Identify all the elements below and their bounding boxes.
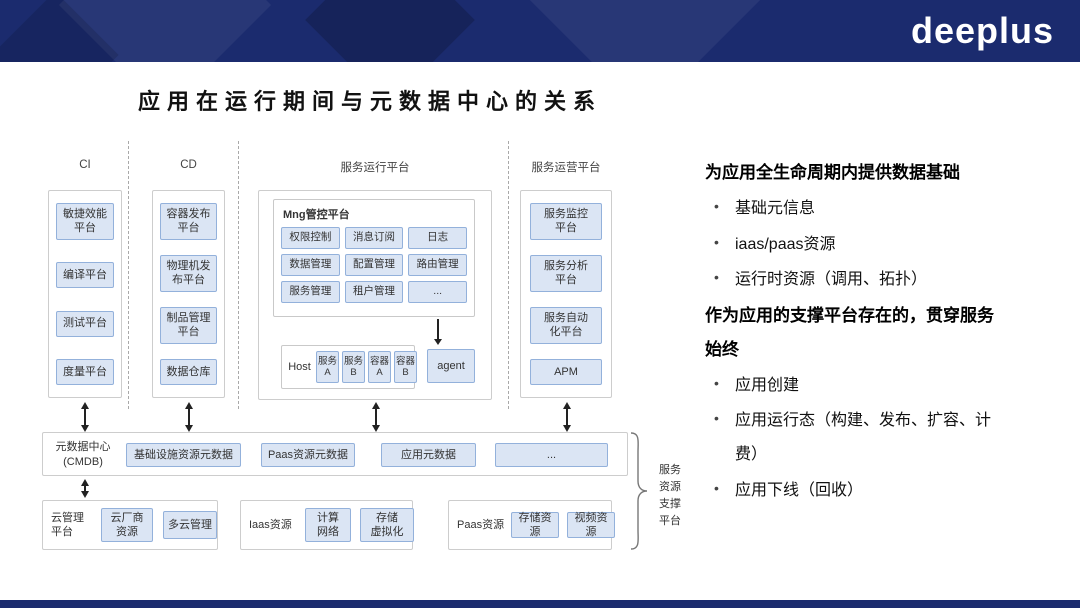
- brand-logo: deeplus: [910, 10, 1054, 51]
- updown-arrow-icon: [80, 479, 89, 498]
- ops-panel: 服务监控 平台 服务分析 平台 服务自动 化平台 APM: [520, 190, 612, 398]
- group-label: Paas资源: [457, 518, 505, 531]
- bullet-icon: •: [714, 198, 719, 214]
- brace-icon: [630, 432, 648, 550]
- mng-cell: 配置管理: [344, 254, 404, 276]
- note-bullet-item: • 基础元信息: [705, 192, 1061, 226]
- iaas-group: Iaas资源 计算 网络 存储 虚拟化: [240, 500, 414, 550]
- metadata-box: 基础设施资源元数据: [126, 443, 241, 467]
- bottom-accent-bar: [0, 600, 1080, 608]
- column-label-ci: CI: [79, 159, 91, 171]
- run-platform-panel: Mng管控平台 权限控制 消息订阅 日志 数据管理 配置管理 路由管理 服务管理…: [258, 190, 492, 400]
- dashed-separator: [128, 141, 129, 409]
- slide-title: 应用在运行期间与元数据中心的关系: [137, 89, 602, 114]
- bullet-icon: •: [714, 269, 719, 286]
- platform-box: 容器发布 平台: [160, 203, 217, 240]
- note-text: 应用创建: [735, 376, 800, 394]
- metadata-box: ...: [495, 443, 608, 467]
- mng-grid: 权限控制 消息订阅 日志 数据管理 配置管理 路由管理 服务管理 租户管理 ..…: [274, 226, 474, 310]
- cloud-mgmt-group: 云管理 平台 云厂商 资源 多云管理: [42, 500, 218, 550]
- host-cell: 服务 B: [342, 351, 365, 383]
- platform-box: 度量平台: [56, 359, 114, 385]
- architecture-diagram: CI CD 服务运行平台 服务运营平台 敏捷效能 平台 编译平台 测试平台 度量…: [35, 135, 700, 570]
- notes-heading-2: 作为应用的支撑平台存在的，贯穿服务 始终: [705, 305, 994, 359]
- ci-panel: 敏捷效能 平台 编译平台 测试平台 度量平台: [48, 190, 122, 398]
- bullet-icon: •: [714, 233, 719, 250]
- mng-cell: 权限控制: [281, 227, 340, 249]
- dashed-separator: [508, 141, 509, 409]
- cmdb-band: 元数据中心 (CMDB) 基础设施资源元数据 Paas资源元数据 应用元数据 .…: [42, 432, 628, 476]
- bullet-icon: •: [714, 374, 719, 391]
- platform-box: APM: [530, 359, 602, 385]
- column-label-cd: CD: [180, 159, 197, 171]
- resource-box: 视频资源: [567, 512, 615, 538]
- resource-box: 多云管理: [163, 511, 217, 539]
- platform-box: 服务自动 化平台: [530, 307, 602, 344]
- column-label-ops: 服务运营平台: [531, 162, 601, 174]
- notes-panel: 为应用全生命周期内提供数据基础 • 基础元信息 • iaas/paas资源 • …: [705, 156, 1061, 509]
- updown-arrow-icon: [80, 402, 89, 432]
- note-text: iaas/paas资源: [735, 235, 836, 253]
- note-text: 基础元信息: [735, 200, 816, 217]
- notes-heading-1: 为应用全生命周期内提供数据基础: [705, 163, 960, 182]
- note-bullet-item: • 应用下线（回收）: [705, 474, 1061, 508]
- note-text: 运行时资源（调用、拓扑）: [735, 271, 928, 289]
- mng-cell: 路由管理: [408, 254, 467, 276]
- platform-box: 测试平台: [56, 310, 114, 337]
- updown-arrow-icon: [371, 402, 380, 432]
- agent-box: agent: [427, 349, 475, 383]
- platform-box: 编译平台: [56, 262, 114, 289]
- host-cell: 容器 B: [394, 351, 417, 383]
- host-panel: Host 服务 A 服务 B 容器 A 容器 B: [281, 345, 417, 389]
- mng-cell: ...: [408, 281, 467, 303]
- host-cell: 容器 A: [368, 351, 391, 383]
- note-text: 应用运行态（构建、发布、扩容、计 费）: [735, 412, 992, 463]
- bullet-icon: •: [714, 479, 719, 496]
- header-banner: deeplus: [0, 0, 1080, 62]
- note-bullet-item: • iaas/paas资源: [705, 228, 1061, 262]
- mng-console-title: Mng管控平台: [283, 209, 350, 221]
- mng-cell: 数据管理: [281, 254, 340, 276]
- banner-decoration: [305, 0, 475, 62]
- metadata-box: Paas资源元数据: [261, 443, 355, 467]
- platform-box: 服务分析 平台: [530, 255, 602, 292]
- updown-arrow-icon: [184, 402, 193, 432]
- cmdb-label: 元数据中心 (CMDB): [55, 441, 111, 468]
- bullet-icon: •: [714, 410, 719, 427]
- banner-decoration: [524, 0, 766, 62]
- column-label-run: 服务运行平台: [340, 162, 410, 174]
- resource-box: 云厂商 资源: [101, 508, 153, 542]
- brace-label: 服务 资源 支撑 平台: [659, 464, 681, 528]
- host-cell: 服务 A: [316, 351, 339, 383]
- updown-arrow-icon: [562, 402, 571, 432]
- group-label: Iaas资源: [249, 518, 292, 531]
- note-text: 应用下线（回收）: [735, 481, 864, 499]
- resource-box: 存储资源: [511, 512, 559, 538]
- resource-box: 存储 虚拟化: [360, 508, 414, 542]
- note-bullet-item: • 运行时资源（调用、拓扑）: [705, 263, 1061, 297]
- platform-box: 数据仓库: [160, 359, 217, 385]
- host-label: Host: [288, 361, 311, 373]
- mng-cell: 服务管理: [281, 281, 340, 303]
- platform-box: 制品管理 平台: [160, 307, 217, 344]
- mng-cell: 租户管理: [344, 281, 404, 303]
- mng-cell: 消息订阅: [344, 227, 404, 249]
- resource-box: 计算 网络: [305, 508, 351, 542]
- dashed-separator: [238, 141, 239, 409]
- paas-group: Paas资源 存储资源 视频资源: [448, 500, 615, 550]
- mng-cell: 日志: [408, 227, 467, 249]
- down-arrow-icon: [434, 319, 441, 345]
- cd-panel: 容器发布 平台 物理机发 布平台 制品管理 平台 数据仓库: [152, 190, 225, 398]
- mng-console: Mng管控平台 权限控制 消息订阅 日志 数据管理 配置管理 路由管理 服务管理…: [273, 199, 475, 317]
- group-label: 云管理 平台: [51, 511, 84, 538]
- note-bullet-item: • 应用运行态（构建、发布、扩容、计 费）: [705, 404, 1061, 471]
- platform-box: 服务监控 平台: [530, 203, 602, 240]
- platform-box: 敏捷效能 平台: [56, 203, 114, 240]
- metadata-box: 应用元数据: [381, 443, 476, 467]
- note-bullet-item: • 应用创建: [705, 369, 1061, 403]
- platform-box: 物理机发 布平台: [160, 255, 217, 292]
